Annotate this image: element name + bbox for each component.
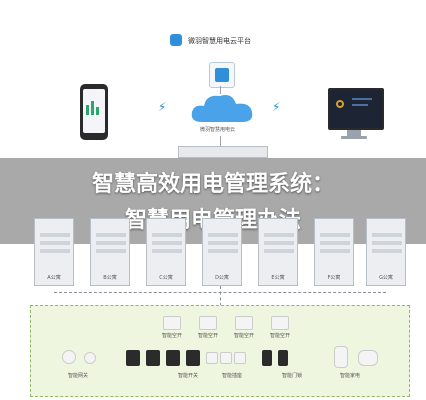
smart-breaker-icon	[163, 316, 181, 330]
platform-logo-icon	[170, 34, 182, 46]
smart-breaker-icon	[235, 316, 253, 330]
smart-breaker-icon	[271, 316, 289, 330]
panel-g: G公寓	[366, 218, 406, 286]
panel-b: B公寓	[90, 218, 130, 286]
lightning-icon: ⚡	[158, 100, 167, 114]
server-icon	[209, 62, 235, 88]
sensor-icon	[84, 352, 96, 364]
distribution-bar	[178, 146, 268, 158]
panel-e: E公寓	[258, 218, 298, 286]
switch-panel-icon	[186, 350, 200, 366]
door-lock-icon	[262, 350, 272, 366]
monitor-icon	[328, 88, 384, 130]
socket-icon	[220, 352, 232, 364]
gateway-icon	[62, 350, 76, 364]
switch-panel-icon	[166, 350, 180, 366]
platform-title: 微羽智慧用电云平台	[188, 37, 251, 45]
panel-c: C公寓	[146, 218, 186, 286]
socket-icon	[206, 352, 218, 364]
cloud-icon	[191, 95, 253, 122]
phone-icon	[80, 84, 108, 140]
air-purifier-icon	[334, 346, 348, 368]
panel-a: A公寓	[34, 218, 74, 286]
lightning-icon: ⚡	[272, 100, 281, 114]
banner-title: 智慧高效用电管理系统：	[91, 172, 334, 197]
smart-breaker-icon	[199, 316, 217, 330]
toilet-icon	[358, 350, 378, 366]
switch-panel-icon	[126, 350, 140, 366]
switch-panel-icon	[146, 350, 160, 366]
panel-f: F公寓	[314, 218, 354, 286]
panel-d: D公寓	[202, 218, 242, 286]
door-lock-icon	[278, 350, 288, 366]
cloud-label: 微羽智慧用电云	[200, 127, 236, 133]
device-area	[30, 305, 410, 397]
socket-icon	[234, 352, 246, 364]
